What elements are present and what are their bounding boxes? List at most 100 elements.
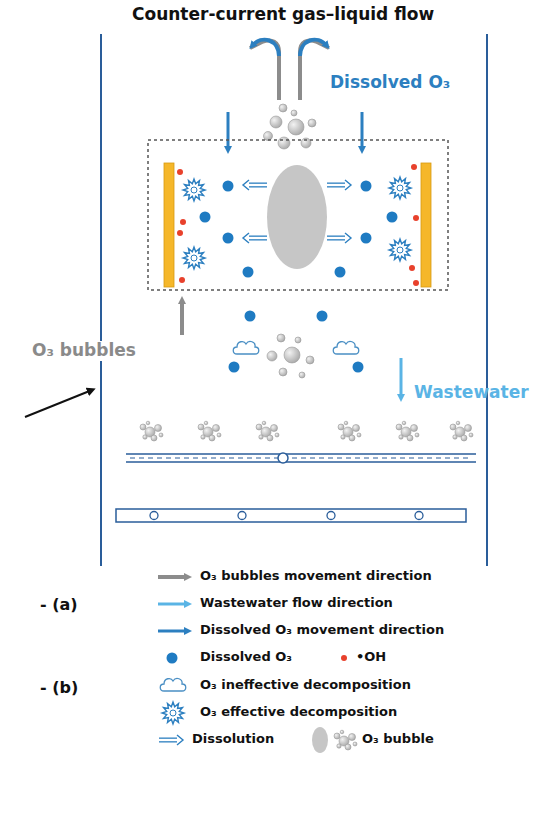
reaction-zone	[183, 247, 205, 269]
middle-zone	[277, 334, 285, 342]
diffuser	[450, 421, 473, 441]
middle-zone	[229, 311, 364, 379]
legend-text: Dissolution	[192, 732, 274, 747]
middle-zone	[353, 362, 364, 373]
reaction-zone	[327, 180, 351, 190]
diffuser	[278, 453, 288, 463]
column-wall	[100, 34, 102, 566]
diffuser	[256, 421, 279, 441]
dissolved-label: Dissolved O₃	[330, 73, 450, 93]
reaction-zone	[179, 277, 185, 283]
middle-zone	[299, 372, 305, 378]
legend-text: O₃ bubble	[362, 732, 434, 747]
legend-sample	[159, 735, 183, 745]
gas-outlet	[300, 40, 329, 100]
diffuser	[126, 453, 476, 455]
column-wall	[101, 34, 487, 566]
rising-bubbles	[291, 110, 297, 116]
bubble-arrow	[180, 300, 184, 335]
dissolved-arrow	[228, 112, 362, 150]
wastewater-label: Wastewater	[414, 383, 529, 403]
reaction-zone	[389, 177, 411, 199]
reaction-zone	[361, 181, 372, 192]
reaction-zone	[411, 164, 417, 170]
middle-zone	[245, 311, 256, 322]
diffuser	[396, 421, 419, 441]
reaction-zone	[243, 267, 254, 278]
feed-pipe	[150, 512, 158, 520]
diffuser	[140, 421, 163, 441]
reaction-zone	[361, 233, 372, 244]
reaction-zone	[413, 280, 419, 286]
reaction-zone	[387, 212, 398, 223]
feed-pipe	[238, 512, 246, 520]
reaction-zone	[267, 165, 327, 269]
gas-outlet	[250, 40, 279, 100]
middle-zone	[306, 356, 314, 364]
middle-zone	[333, 341, 359, 354]
reaction-zone	[243, 233, 267, 243]
gas-outlet	[250, 40, 329, 100]
diffuser	[126, 421, 476, 463]
rising-bubbles	[264, 104, 317, 149]
legend-sample	[334, 730, 357, 750]
rising-bubbles	[288, 119, 304, 135]
middle-zone	[284, 347, 300, 363]
reaction-zone	[180, 219, 186, 225]
legend-sample	[158, 630, 188, 633]
gas-outlet	[300, 40, 327, 56]
legend-sample	[167, 653, 178, 664]
reaction-zone	[421, 163, 431, 287]
reaction-zone	[177, 169, 183, 175]
legend-text: Dissolved O₃ movement direction	[200, 623, 444, 638]
rising-bubbles	[264, 132, 273, 141]
middle-zone	[279, 368, 287, 376]
reaction-zone	[413, 215, 419, 221]
pointer-arrow	[25, 390, 92, 417]
legend-sample	[162, 702, 184, 724]
diffuser	[198, 421, 221, 441]
legend-text: •OH	[356, 650, 386, 665]
legend-text: O₃ effective decomposition	[200, 705, 397, 720]
legend-sample	[158, 603, 188, 606]
middle-zone	[229, 362, 240, 373]
legend-text: Wastewater flow direction	[200, 596, 393, 611]
middle-zone	[267, 351, 277, 361]
reaction-zone	[389, 239, 411, 261]
reaction-zone	[200, 212, 211, 223]
legend-text: O₃ bubbles movement direction	[200, 569, 432, 584]
bubbles-label: O₃ bubbles	[30, 341, 138, 361]
wastewater-arrow	[400, 358, 403, 398]
legend-sample	[341, 655, 347, 661]
diffuser	[126, 461, 476, 463]
feed-pipe	[415, 512, 423, 520]
reaction-zone	[183, 179, 205, 201]
feed-pipe	[327, 512, 335, 520]
rising-bubbles	[308, 119, 316, 127]
diagram-title: Counter-current gas–liquid flow	[132, 5, 434, 25]
reaction-zone	[148, 140, 448, 290]
dissolved-arrow	[227, 112, 230, 150]
rising-bubbles	[279, 104, 287, 112]
reaction-zone	[164, 163, 174, 287]
rising-bubbles	[278, 137, 290, 149]
legend-sample	[312, 727, 328, 753]
reaction-zone	[148, 140, 448, 290]
middle-zone	[233, 341, 259, 354]
legend-text: O₃ ineffective decomposition	[200, 678, 411, 693]
reaction-zone	[335, 267, 346, 278]
middle-zone	[295, 337, 301, 343]
reaction-zone	[177, 230, 183, 236]
legend-sample	[158, 575, 188, 579]
reaction-zone	[409, 265, 415, 271]
diffuser	[338, 421, 361, 441]
legend-text: Dissolved O₃	[200, 650, 292, 665]
feed-pipe	[116, 509, 466, 522]
reaction-zone	[223, 181, 234, 192]
group-label: - (a)	[40, 596, 78, 614]
dissolved-arrow	[361, 112, 364, 150]
middle-zone	[317, 311, 328, 322]
reaction-zone	[223, 233, 234, 244]
column-wall	[486, 34, 488, 566]
